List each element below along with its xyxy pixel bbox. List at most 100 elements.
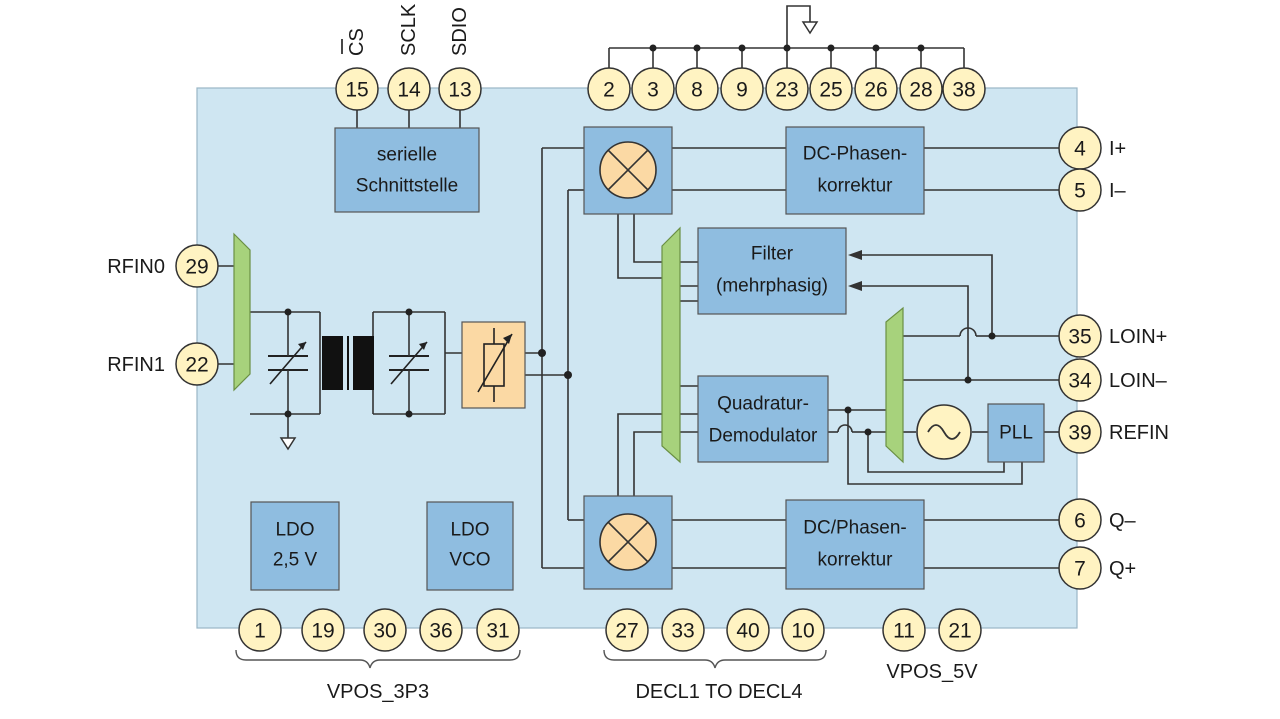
pll-label: PLL [999,423,1033,444]
bottom-pin-9-number: 11 [893,620,915,643]
attenuator [461,321,526,409]
right-pin-6-circle [1058,546,1102,590]
ldo-vco-block: LDO VCO [426,501,514,591]
pin-label-sclk: SCLK [398,3,420,56]
left-pin-0-label: RFIN0 [107,256,165,278]
pin-label-sdio: SDIO [449,7,471,56]
bottom-pin-6-circle [661,608,705,652]
bottom-pin-6-number: 33 [671,620,694,643]
bottom-pin-10-number: 21 [948,620,971,643]
filter-line-1: Filter [751,244,794,265]
dc-q-line-2: korrektur [818,550,894,571]
right-pin-2-circle [1058,314,1102,358]
right-pin-3-label: LOIN– [1109,370,1168,392]
bottom-pin-8-circle [781,608,825,652]
top-pin-3-number: 2 [603,79,615,102]
right-pin-6-number: 7 [1074,558,1086,581]
bottom-pin-3-number: 36 [429,620,452,643]
bottom-pin-5-number: 27 [615,620,638,643]
pin-label-cs: CS [346,28,368,56]
top-pin-10-number: 28 [909,79,932,102]
dc-phase-correction-i: DC-Phasen- korrektur [785,126,925,215]
right-pin-1-label: I– [1109,180,1127,202]
left-pin-1-label: RFIN1 [107,354,165,376]
bottom-pin-1-circle [301,608,345,652]
top-pin-7-circle [765,67,809,111]
top-pin-1-number: 14 [397,79,421,102]
bottom-pin-1-number: 19 [311,620,334,643]
right-pin-3-number: 34 [1068,370,1092,393]
right-pin-5-circle [1058,498,1102,542]
vco-oscillator [916,404,972,460]
top-pin-labels: CS SCLK SDIO [341,3,471,56]
right-pin-6-label: Q+ [1109,558,1136,580]
top-pin-0-number: 15 [345,79,368,102]
filter-line-2: (mehrphasig) [716,276,828,297]
loin-mux [885,306,904,464]
left-pin-0-circle [175,244,219,288]
bottom-pin-0-circle [238,608,282,652]
lo-mux [661,226,681,464]
dc-i-line-1: DC-Phasen- [803,144,908,165]
pll-block: PLL [987,403,1045,463]
right-pin-2-number: 35 [1068,326,1091,349]
bottom-pin-3-circle [419,608,463,652]
right-pin-0-number: 4 [1074,138,1086,161]
quadrature-demodulator-block: Quadratur- Demodulator [697,375,829,463]
transformer [322,336,374,390]
demod-line-1: Quadratur- [717,394,809,415]
bottom-pin-4-number: 31 [486,620,509,643]
left-pin-1-number: 22 [185,354,208,377]
group-label-vpos-3p3: VPOS_3P3 [327,681,429,703]
top-pin-2-number: 13 [448,79,471,102]
rf-input-mux [233,232,251,392]
variable-capacitor-2 [389,337,429,390]
top-pin-0-circle [335,67,379,111]
right-pin-5-number: 6 [1074,510,1086,533]
top-pin-4-number: 3 [647,79,659,102]
group-label-decl: DECL1 TO DECL4 [635,681,802,703]
ldo2-line-1: LDO [450,520,489,541]
top-pin-9-circle [854,67,898,111]
bottom-braces [235,649,827,669]
left-pin-0-number: 29 [185,256,208,279]
serial-interface-block: serielle Schnittstelle [334,127,480,213]
left-pins: 29 RFIN0 22 RFIN1 [107,244,219,386]
right-pin-1-number: 5 [1074,180,1086,203]
dc-i-line-2: korrektur [818,176,894,197]
dc-phase-correction-q: DC/Phasen- korrektur [785,499,925,590]
serial-line-1: serielle [377,145,437,166]
top-pin-8-circle [809,67,853,111]
q-mixer [583,495,673,590]
bottom-pin-5-circle [605,608,649,652]
bottom-pin-7-circle [726,608,770,652]
top-pin-3-circle [587,67,631,111]
top-pin-11-circle [942,67,986,111]
top-pin-6-circle [720,67,764,111]
top-pin-2-circle [438,67,482,111]
top-pin-8-number: 25 [819,79,842,102]
ldo2-line-2: VCO [449,550,490,571]
i-mixer [583,126,673,215]
filter-block: Filter (mehrphasig) [697,227,847,315]
ldo-2v5-block: LDO 2,5 V [250,501,340,591]
right-pin-4-circle [1058,410,1102,454]
junction-dots [284,44,996,436]
top-pin-4-circle [631,67,675,111]
top-pin-5-number: 8 [691,79,703,102]
bottom-pin-8-number: 10 [791,620,814,643]
top-pin-6-number: 9 [736,79,748,102]
demod-line-2: Demodulator [709,426,818,447]
dc-q-line-1: DC/Phasen- [803,518,907,539]
right-pin-4-label: REFIN [1109,422,1169,444]
right-pin-3-circle [1058,358,1102,402]
top-pin-11-number: 38 [952,79,975,102]
right-pin-4-number: 39 [1068,422,1091,445]
bottom-pin-2-circle [363,608,407,652]
group-label-vpos-5v: VPOS_5V [886,661,978,683]
top-pin-5-circle [675,67,719,111]
top-pin-7-number: 23 [775,79,798,102]
